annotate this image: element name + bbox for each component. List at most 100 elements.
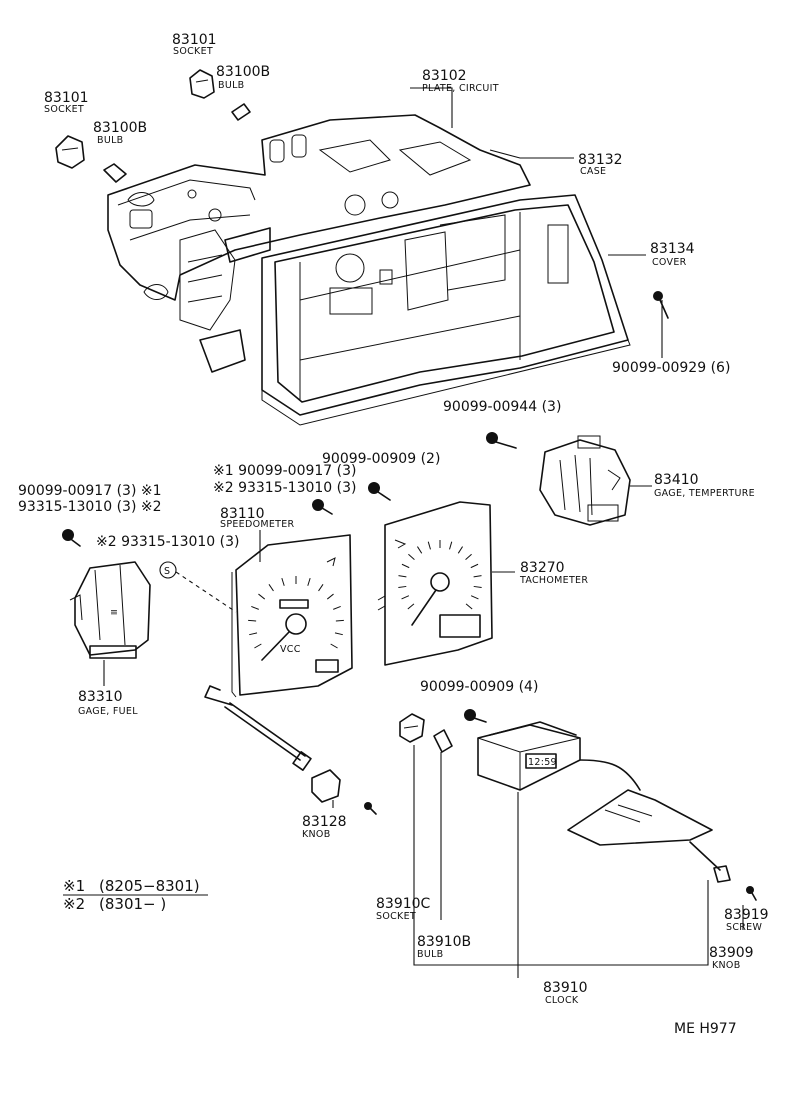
gage-fuel-name: GAGE, FUEL — [78, 706, 138, 717]
clock-number: 83910 — [543, 980, 588, 996]
clock-drawing: 12:59 — [477, 721, 731, 883]
socket-a-drawing — [189, 69, 215, 99]
screw-13010-c-text: ※2 93315-13010 (3) — [96, 534, 240, 550]
gage-fuel-number: 83310 — [78, 689, 123, 705]
tachometer-number: 83270 — [520, 560, 565, 576]
screw-909-2-drawing — [368, 482, 391, 501]
clock-display: 12:59 — [528, 757, 557, 768]
socket-b-number: 83101 — [44, 90, 89, 106]
screw-944-drawing — [486, 432, 517, 449]
bulb-a-drawing — [231, 103, 251, 121]
gage-temp-number: 83410 — [654, 472, 699, 488]
gage-temp-name: GAGE, TEMPERTURE — [654, 488, 755, 499]
screw-83919-name: SCREW — [726, 922, 762, 933]
tachometer-tick — [417, 546, 423, 554]
tachometer-dial-ticks — [398, 540, 482, 610]
tachometer-tick — [398, 575, 407, 578]
screw-944-text: 90099-00944 (3) — [443, 399, 561, 415]
screw-917-b-drawing — [62, 529, 81, 547]
bulb-a-number: 83100B — [216, 64, 270, 80]
speedometer-tick — [249, 632, 258, 636]
speedometer-drawing: VCC — [204, 534, 353, 771]
clock-name: CLOCK — [545, 995, 579, 1006]
knob-83128-name: KNOB — [302, 829, 331, 840]
temperature-gage-drawing — [539, 435, 631, 526]
bulb-b-drawing — [103, 163, 127, 183]
bulb-c-number: 83910B — [417, 934, 471, 950]
screw-knob-drawing — [364, 802, 377, 815]
screw-917-a-drawing — [312, 499, 333, 515]
speedometer-tick — [281, 577, 285, 586]
leader-lines — [103, 87, 744, 978]
screw-13010-b-text: 93315-13010 (3) ※2 — [18, 499, 162, 515]
tachometer-tick — [470, 563, 479, 569]
screw-909-2-text: 90099-00909 (2) — [322, 451, 440, 467]
plate-circuit-number: 83102 — [422, 68, 467, 84]
speedometer-name: SPEEDOMETER — [220, 519, 295, 530]
tachometer-tick — [465, 603, 473, 610]
tachometer-tick — [398, 585, 407, 588]
socket-b-name: SOCKET — [44, 104, 84, 115]
knob-83128-number: 83128 — [302, 814, 347, 830]
socket-a-number: 83101 — [172, 32, 217, 48]
bulb-c-drawing — [433, 729, 453, 753]
cover-name: COVER — [652, 257, 687, 268]
case-number: 83132 — [578, 152, 623, 168]
speedometer-tick — [318, 584, 324, 592]
speedometer-number: 83110 — [220, 506, 265, 522]
cover-number: 83134 — [650, 241, 695, 257]
screw-909-4-text: 90099-00909 (4) — [420, 679, 538, 695]
speedometer-tick — [330, 643, 338, 649]
tachometer-tick — [401, 595, 410, 600]
tachometer-tick — [465, 553, 472, 560]
tachometer-tick — [457, 546, 463, 554]
screw-909-4-drawing — [464, 709, 487, 723]
speedometer-tick — [254, 643, 262, 649]
tachometer-tick — [408, 553, 415, 560]
marker-s: S — [159, 561, 177, 579]
bulb-a-name: BULB — [218, 80, 244, 91]
socket-c-number: 83910C — [376, 896, 431, 912]
marker-s-label: S — [164, 566, 170, 577]
case-name: CASE — [580, 166, 606, 177]
fuel-gage-mark: ≡ — [110, 607, 118, 618]
tachometer-tick — [407, 603, 415, 610]
screw-929-drawing — [653, 291, 669, 319]
speedometer-digits: VCC — [280, 644, 301, 655]
diagram-id: ME H977 — [674, 1021, 737, 1037]
speedometer-tick — [307, 577, 311, 586]
speedometer-tick — [335, 619, 344, 622]
socket-c-drawing — [399, 713, 425, 743]
tachometer-tick — [473, 575, 482, 578]
labels: 83101 SOCKET 83100B BULB 83101 SOCKET 83… — [18, 32, 769, 1037]
tachometer-name: TACHOMETER — [519, 575, 588, 586]
fuel-gage-drawing: ≡ — [69, 561, 151, 659]
speedometer-tick — [326, 593, 334, 600]
bulb-c-name: BULB — [417, 949, 443, 960]
screw-929-text: 90099-00929 (6) — [612, 360, 730, 376]
circuit-plate-drawing — [107, 114, 531, 373]
speedometer-tick — [268, 584, 274, 592]
tachometer-tick — [401, 563, 410, 569]
speedometer-tick — [334, 632, 343, 636]
cover-drawing — [261, 194, 631, 426]
speedometer-dial-ticks — [248, 576, 344, 649]
knob-83128-drawing — [311, 769, 341, 803]
screw-83919-drawing — [746, 886, 757, 901]
tachometer-tick — [473, 585, 482, 588]
screw-13010-a-text: ※2 93315-13010 (3) — [213, 480, 357, 496]
bulb-b-number: 83100B — [93, 120, 147, 136]
footnote-1-range: (8205−8301) — [99, 877, 200, 895]
footnotes: ※1 (8205−8301) ※2 (8301− ) — [63, 877, 208, 913]
socket-a-name: SOCKET — [173, 46, 213, 57]
footnote-2-range: (8301− ) — [99, 895, 166, 913]
plate-circuit-name: PLATE, CIRCUIT — [422, 83, 499, 94]
socket-c-name: SOCKET — [376, 911, 416, 922]
footnote-2-mark: ※2 — [63, 895, 85, 913]
bulb-b-name: BULB — [97, 135, 123, 146]
screw-917-a-text: ※1 90099-00917 (3) — [213, 463, 357, 479]
tachometer-tick — [427, 541, 431, 550]
speedometer-tick — [333, 605, 341, 610]
